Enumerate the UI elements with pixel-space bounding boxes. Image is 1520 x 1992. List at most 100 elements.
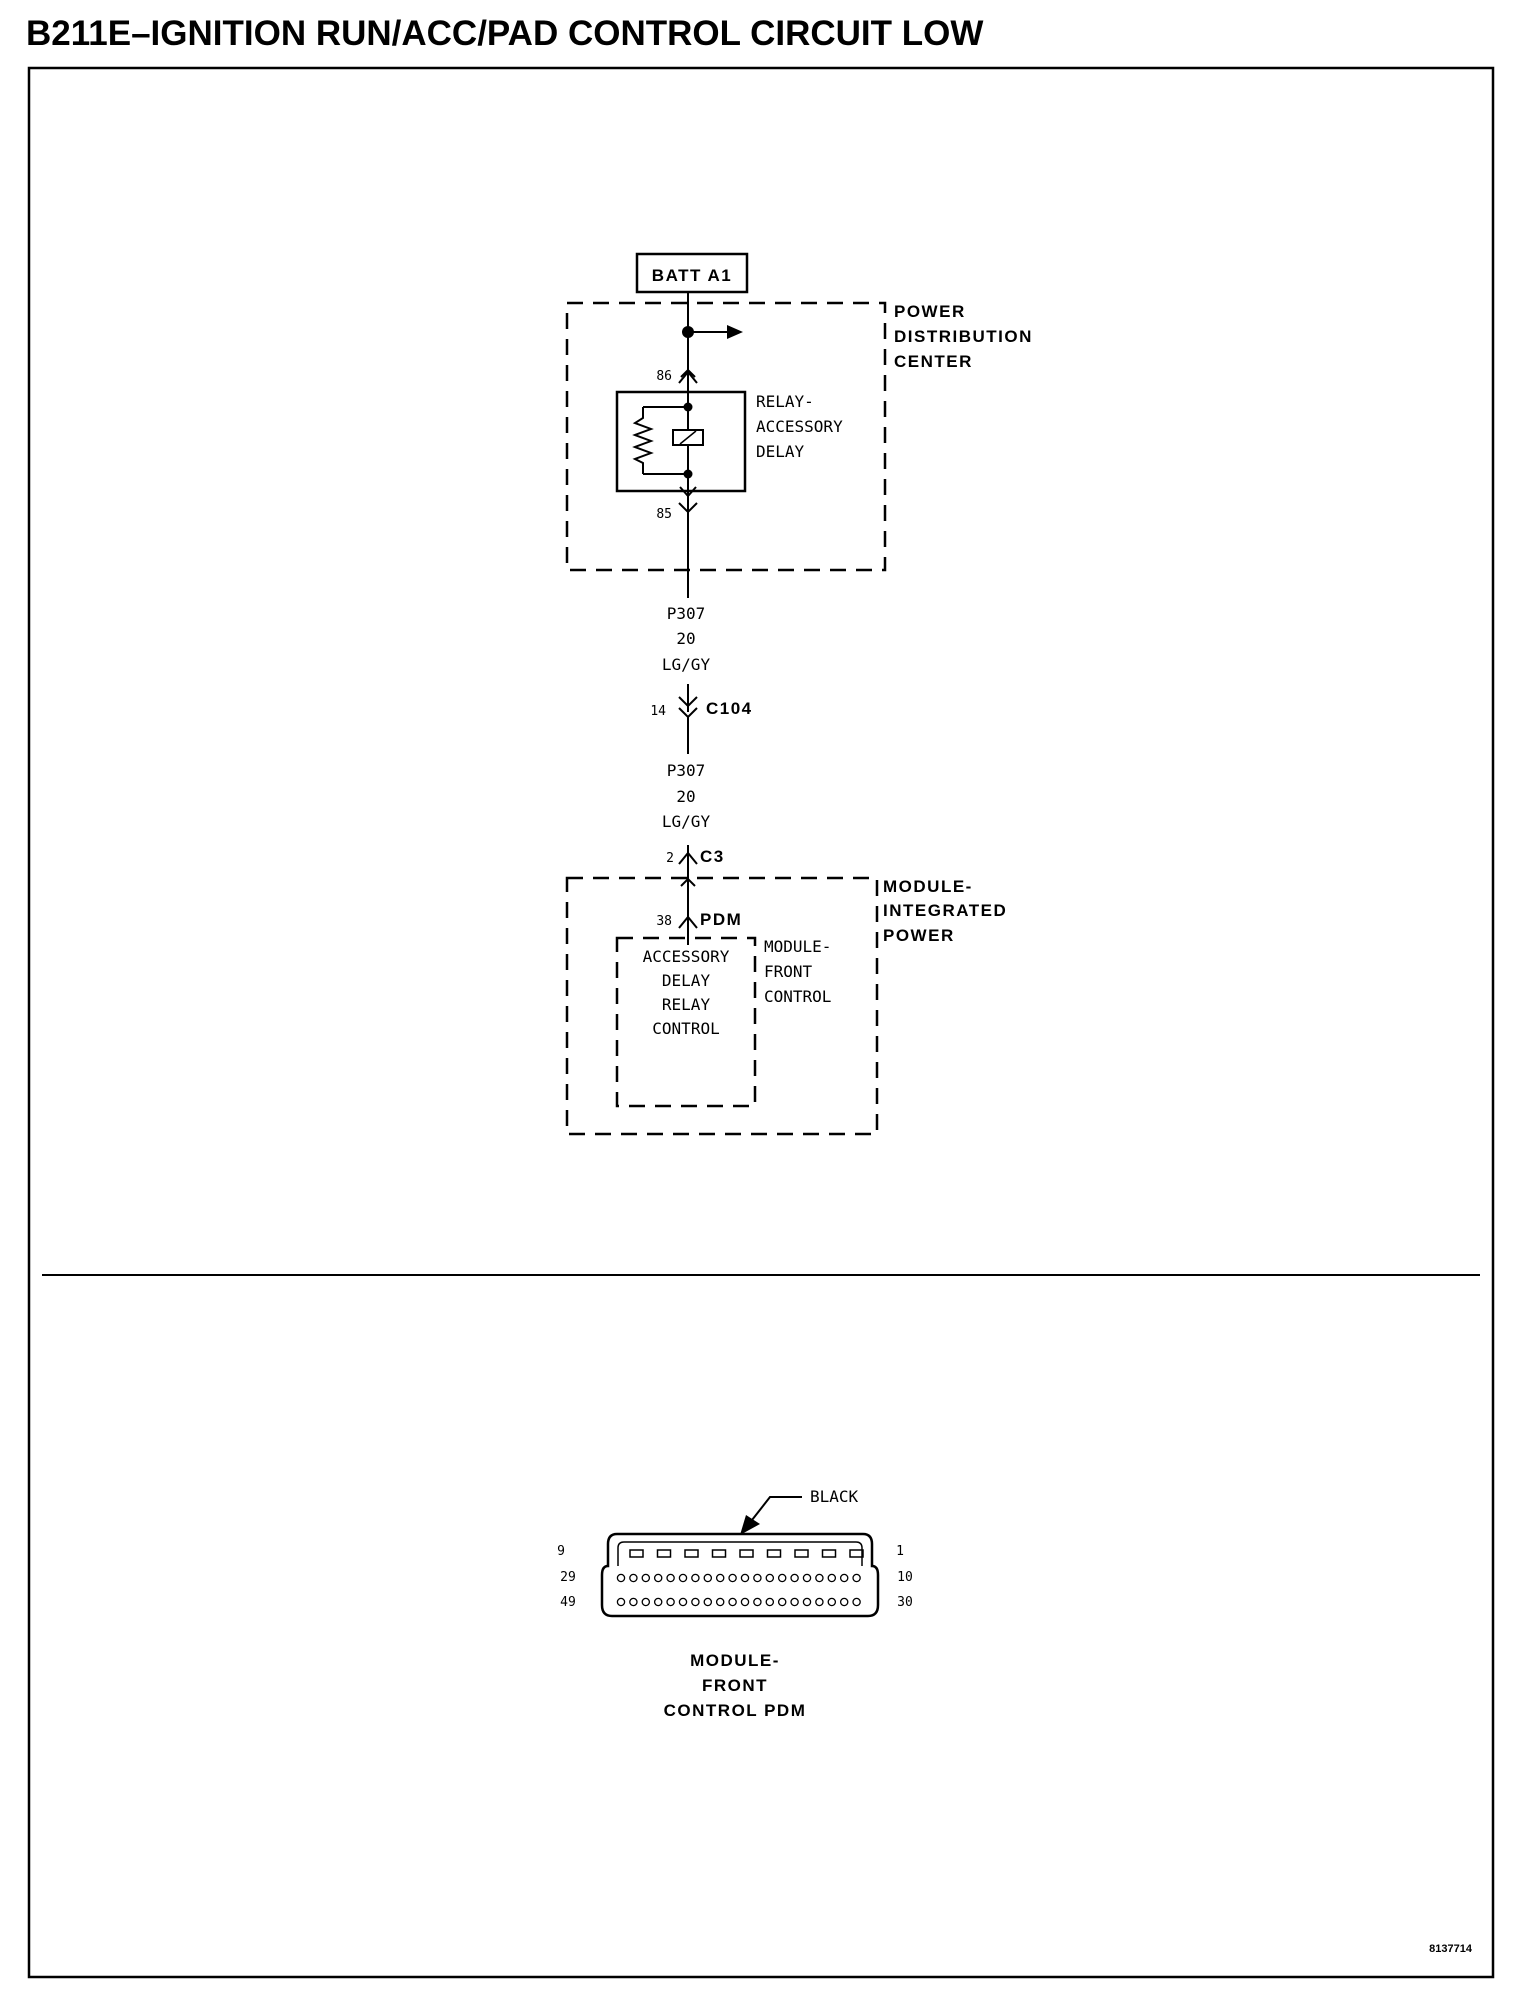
wire-lower-color: LG/GY — [662, 812, 711, 831]
pin-cavity — [765, 1573, 775, 1583]
pin-cavity — [616, 1573, 626, 1583]
relay-label-line-1: RELAY- — [756, 392, 814, 411]
wire-upper-color: LG/GY — [662, 655, 711, 674]
pin-cavity — [777, 1573, 787, 1583]
pin-cavity — [739, 1549, 754, 1558]
pin-cavity — [852, 1573, 861, 1583]
pin-cavity — [852, 1597, 861, 1607]
connector-caption-line-1: MODULE- — [690, 1651, 780, 1670]
pin-cavity — [684, 1549, 699, 1558]
schematic: BATT A1 POWER DISTRIBUTION CENTER 86 REL… — [565, 252, 1031, 1136]
pin-row-bottom — [616, 1597, 861, 1607]
pin-86-label: 86 — [656, 369, 672, 384]
pdm-mark — [678, 915, 698, 929]
pin-cavity — [629, 1549, 644, 1558]
pin-cavity — [691, 1573, 700, 1583]
pin-cavity — [802, 1573, 812, 1583]
pin-row-middle — [616, 1573, 861, 1583]
pin-cavity — [790, 1573, 799, 1583]
pdc-name-line-3: CENTER — [894, 352, 973, 371]
connector-caption-line-3: CONTROL PDM — [664, 1701, 807, 1720]
wire-lower-circuit: P307 — [667, 761, 706, 780]
mip-dashed-box — [565, 876, 879, 1136]
pin-cavity — [827, 1597, 837, 1607]
page-title: B211E–IGNITION RUN/ACC/PAD CONTROL CIRCU… — [26, 14, 984, 53]
batt-source-label: BATT A1 — [652, 266, 732, 285]
pin-cavity — [777, 1597, 787, 1607]
pin-cavity — [666, 1573, 675, 1583]
pdm-name-label: PDM — [700, 910, 742, 929]
c3-pin-label: 2 — [666, 851, 674, 866]
wire-lower-gauge: 20 — [676, 787, 695, 806]
pin-cavity — [740, 1573, 750, 1583]
splice-arrow-icon — [727, 325, 743, 339]
pin-cavity — [653, 1573, 663, 1583]
pin-cavity — [765, 1597, 775, 1607]
wire-upper-gauge: 20 — [676, 629, 695, 648]
callout-leader — [751, 1496, 802, 1521]
relay-label-line-3: DELAY — [756, 442, 805, 461]
c104-name-label: C104 — [706, 699, 753, 718]
pin-cavity — [656, 1549, 672, 1558]
fcm-label-line-1: MODULE- — [764, 937, 831, 956]
c104-mark-top — [678, 696, 698, 708]
connector-housing — [600, 1532, 880, 1618]
outer-frame — [27, 66, 1495, 1979]
pin-cavity — [827, 1573, 837, 1583]
pin-cavity — [740, 1597, 750, 1607]
pin-cavity — [815, 1573, 824, 1583]
wire-upper-circuit: P307 — [667, 604, 706, 623]
pin-cavity — [794, 1549, 809, 1558]
pdc-dashed-box — [565, 301, 887, 572]
pin-number-30: 30 — [897, 1595, 913, 1610]
fcm-label-line-2: FRONT — [764, 962, 813, 981]
control-label-line-4: CONTROL — [652, 1019, 719, 1038]
pin-cavity — [653, 1597, 663, 1607]
c3-name-label: C3 — [700, 847, 725, 866]
connector-color-label: BLACK — [810, 1487, 859, 1506]
pin-cavity — [821, 1549, 837, 1558]
pin-cavity — [711, 1549, 727, 1558]
pin-85-label: 85 — [656, 507, 672, 522]
pin-row-top — [629, 1549, 864, 1558]
pdc-name-line-1: POWER — [894, 302, 966, 321]
pin-cavity — [715, 1597, 725, 1607]
mip-name-line-1: MODULE- — [883, 877, 973, 896]
pin-cavity — [691, 1597, 700, 1607]
pin-number-10: 10 — [897, 1570, 913, 1585]
fcm-label-line-3: CONTROL — [764, 987, 831, 1006]
pin-cavity — [790, 1597, 799, 1607]
pin-number-29: 29 — [560, 1570, 576, 1585]
pdm-pin-label: 38 — [656, 914, 672, 929]
pin-cavity — [641, 1573, 651, 1583]
pin-cavity — [629, 1597, 638, 1607]
connector-caption-line-2: FRONT — [702, 1676, 768, 1695]
pin-number-9: 9 — [557, 1544, 565, 1559]
control-label-line-1: ACCESSORY — [643, 947, 730, 966]
c104-pin-label: 14 — [650, 704, 666, 719]
control-label-line-2: DELAY — [662, 971, 711, 990]
pin-cavity — [753, 1573, 762, 1583]
pin-cavity — [678, 1597, 688, 1607]
pin-cavity — [641, 1597, 651, 1607]
pin-cavity — [728, 1597, 737, 1607]
pin-cavity — [849, 1549, 864, 1558]
mip-name-line-2: INTEGRATED — [883, 901, 1007, 920]
pin-cavity — [802, 1597, 812, 1607]
pin-cavity — [666, 1597, 675, 1607]
pin-cavity — [815, 1597, 824, 1607]
relay-resistor-icon — [632, 407, 654, 474]
relay-box — [615, 390, 747, 493]
pin-cavity — [616, 1597, 626, 1607]
control-label-line-3: RELAY — [662, 995, 711, 1014]
pin-cavity — [703, 1573, 713, 1583]
relay-label-line-2: ACCESSORY — [756, 417, 843, 436]
pin-number-49: 49 — [560, 1595, 576, 1610]
pin-cavity — [839, 1573, 849, 1583]
pin-cavity — [753, 1597, 762, 1607]
pin-cavity — [839, 1597, 849, 1607]
pin-cavity — [703, 1597, 713, 1607]
figure-id: 8137714 — [1429, 1943, 1473, 1955]
batt-source-box — [635, 252, 749, 294]
